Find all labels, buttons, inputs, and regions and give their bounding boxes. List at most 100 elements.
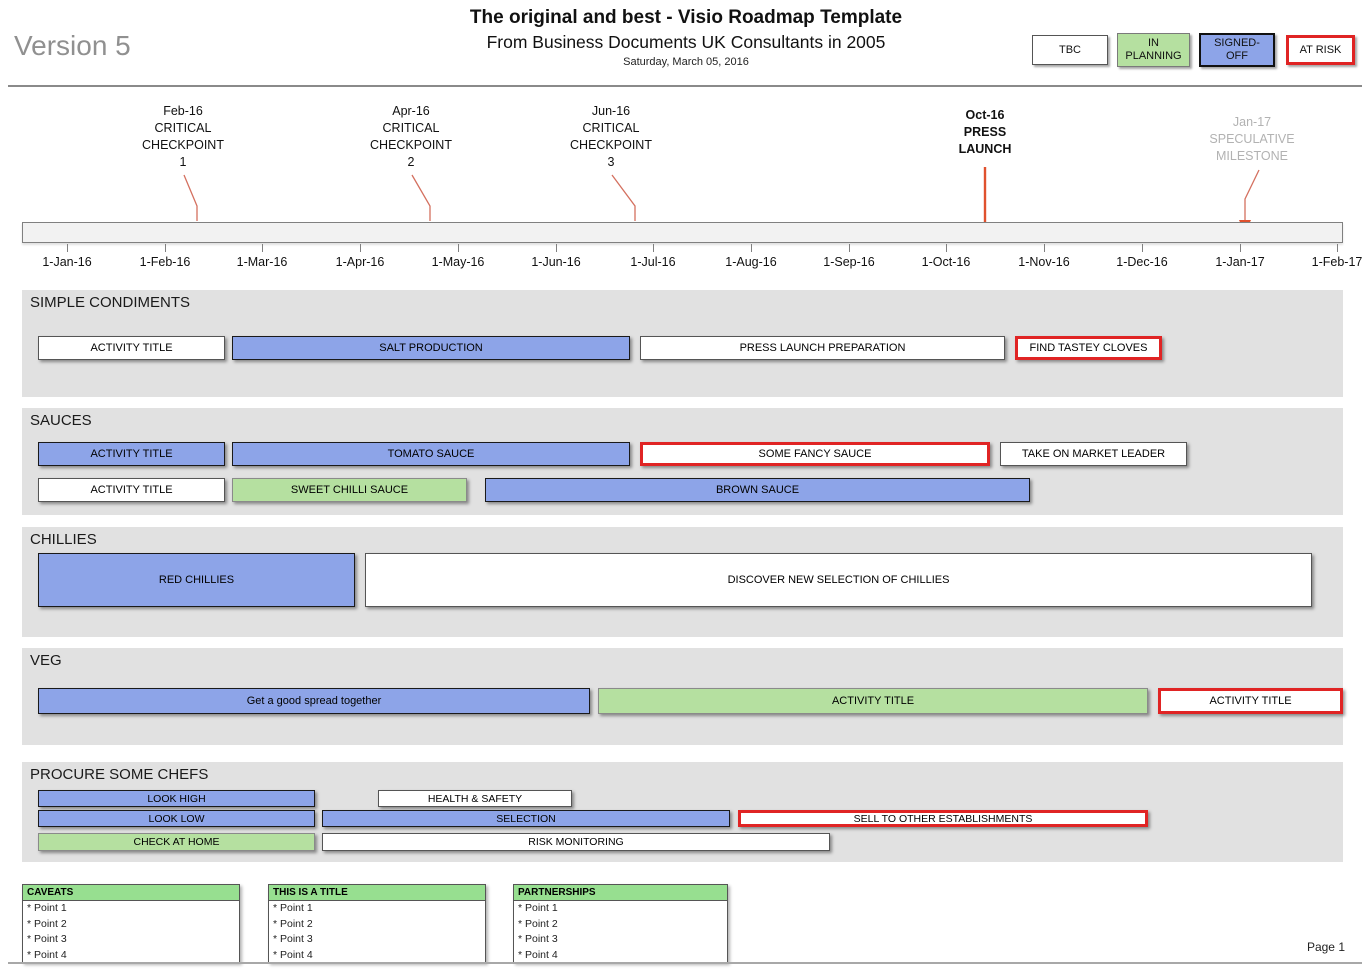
footer-divider bbox=[8, 962, 1362, 964]
month-label: 1-Sep-16 bbox=[823, 255, 875, 269]
lane-procure-some-chefs: PROCURE SOME CHEFS LOOK HIGH HEALTH & SA… bbox=[22, 762, 1343, 862]
activity-bar[interactable]: PRESS LAUNCH PREPARATION bbox=[640, 336, 1005, 360]
note-box-partnerships[interactable]: PARTNERSHIPS * Point 1 * Point 2 * Point… bbox=[513, 884, 728, 963]
activity-bar[interactable]: ACTIVITY TITLE bbox=[38, 442, 225, 466]
month-tick bbox=[1337, 244, 1338, 252]
month-tick bbox=[165, 244, 166, 252]
note-point: * Point 2 bbox=[518, 917, 558, 930]
month-label: 1-Jul-16 bbox=[630, 255, 676, 269]
month-label: 1-Nov-16 bbox=[1018, 255, 1070, 269]
activity-bar[interactable]: ACTIVITY TITLE bbox=[598, 688, 1148, 714]
lane-simple-condiments: SIMPLE CONDIMENTS ACTIVITY TITLE SALT PR… bbox=[22, 290, 1343, 397]
page-subtitle: From Business Documents UK Consultants i… bbox=[486, 32, 886, 52]
activity-bar[interactable]: SWEET CHILLI SAUCE bbox=[232, 478, 467, 502]
note-point: * Point 1 bbox=[27, 902, 67, 914]
activity-bar[interactable]: BROWN SAUCE bbox=[485, 478, 1030, 502]
month-tick bbox=[458, 244, 459, 252]
activity-bar[interactable]: TAKE ON MARKET LEADER bbox=[1000, 442, 1187, 466]
milestone-label-checkpoint-2[interactable]: Apr-16 CRITICAL CHECKPOINT 2 bbox=[370, 104, 452, 169]
lane-chillies: CHILLIES RED CHILLIES DISCOVER NEW SELEC… bbox=[22, 527, 1343, 637]
month-label: 1-Aug-16 bbox=[725, 255, 777, 269]
lane-title: SIMPLE CONDIMENTS bbox=[30, 294, 191, 311]
leader-line-checkpoint-1 bbox=[183, 174, 198, 221]
month-tick bbox=[1142, 244, 1143, 252]
note-box-this-is-a-title[interactable]: THIS IS A TITLE * Point 1 * Point 2 * Po… bbox=[268, 884, 486, 963]
leader-line-checkpoint-3 bbox=[611, 174, 636, 221]
month-label: 1-Jun-16 bbox=[531, 255, 581, 269]
activity-bar[interactable]: SALT PRODUCTION bbox=[232, 336, 630, 360]
page-number: Page 1 bbox=[1306, 940, 1345, 954]
lane-sauces: SAUCES ACTIVITY TITLE TOMATO SAUCE SOME … bbox=[22, 408, 1343, 515]
month-label: 1-Jan-17 bbox=[1215, 255, 1265, 269]
month-tick bbox=[751, 244, 752, 252]
header-divider bbox=[8, 85, 1362, 87]
lane-title: PROCURE SOME CHEFS bbox=[30, 766, 209, 783]
activity-bar[interactable]: DISCOVER NEW SELECTION OF CHILLIES bbox=[365, 553, 1312, 607]
milestone-label-speculative[interactable]: Jan-17 SPECULATIVE MILESTONE bbox=[1209, 115, 1295, 163]
note-box-caveats[interactable]: CAVEATS * Point 1 * Point 2 * Point 3 * … bbox=[22, 884, 240, 963]
lane-veg: VEG Get a good spread together ACTIVITY … bbox=[22, 648, 1343, 745]
speculative-leader-line bbox=[1244, 169, 1260, 222]
month-label: 1-Dec-16 bbox=[1116, 255, 1168, 269]
milestone-label-press-launch[interactable]: Oct-16 PRESS LAUNCH bbox=[958, 108, 1012, 156]
legend-chip-at-risk[interactable]: AT RISK bbox=[1286, 35, 1355, 65]
note-point: * Point 1 bbox=[518, 902, 558, 914]
activity-bar[interactable]: LOOK HIGH bbox=[38, 790, 315, 807]
note-point: * Point 2 bbox=[273, 917, 313, 930]
page-date: Saturday, March 05, 2016 bbox=[623, 56, 749, 68]
legend-chip-tbc[interactable]: TBC bbox=[1032, 35, 1108, 65]
month-label: 1-Oct-16 bbox=[921, 255, 971, 269]
month-tick bbox=[946, 244, 947, 252]
note-point: * Point 4 bbox=[27, 948, 67, 961]
activity-bar[interactable]: Get a good spread together bbox=[38, 688, 590, 714]
activity-bar[interactable]: TOMATO SAUCE bbox=[232, 442, 630, 466]
month-label: 1-Jan-16 bbox=[42, 255, 92, 269]
note-title: CAVEATS bbox=[23, 885, 239, 901]
note-point: * Point 4 bbox=[273, 948, 313, 961]
note-point: * Point 1 bbox=[273, 902, 313, 914]
month-tick bbox=[67, 244, 68, 252]
month-tick bbox=[360, 244, 361, 252]
legend-chip-signed-off[interactable]: SIGNED- OFF bbox=[1199, 33, 1275, 67]
month-tick bbox=[556, 244, 557, 252]
month-tick bbox=[849, 244, 850, 252]
note-title: THIS IS A TITLE bbox=[269, 885, 485, 901]
activity-bar[interactable]: RISK MONITORING bbox=[322, 833, 830, 851]
month-label: 1-Feb-17 bbox=[1311, 255, 1363, 269]
milestone-label-checkpoint-1[interactable]: Feb-16 CRITICAL CHECKPOINT 1 bbox=[142, 104, 224, 169]
month-label: 1-Apr-16 bbox=[335, 255, 385, 269]
month-label: 1-Mar-16 bbox=[236, 255, 288, 269]
timeline-bar[interactable] bbox=[22, 222, 1343, 243]
version-label: Version 5 bbox=[14, 30, 131, 61]
note-title: PARTNERSHIPS bbox=[514, 885, 727, 901]
month-tick bbox=[1240, 244, 1241, 252]
page-title: The original and best - Visio Roadmap Te… bbox=[469, 7, 903, 28]
lane-title: SAUCES bbox=[30, 412, 92, 429]
month-label: 1-May-16 bbox=[431, 255, 485, 269]
activity-bar[interactable]: LOOK LOW bbox=[38, 810, 315, 827]
note-point: * Point 3 bbox=[273, 933, 313, 945]
month-label: 1-Feb-16 bbox=[139, 255, 191, 269]
activity-bar[interactable]: ACTIVITY TITLE bbox=[38, 336, 225, 360]
lane-title: CHILLIES bbox=[30, 531, 97, 548]
month-tick bbox=[653, 244, 654, 252]
activity-bar[interactable]: SELL TO OTHER ESTABLISHMENTS bbox=[738, 810, 1148, 827]
legend-chip-in-planning[interactable]: IN PLANNING bbox=[1117, 33, 1190, 67]
activity-bar[interactable]: FIND TASTEY CLOVES bbox=[1015, 336, 1162, 360]
activity-bar[interactable]: SELECTION bbox=[322, 810, 730, 827]
activity-bar[interactable]: HEALTH & SAFETY bbox=[378, 790, 572, 807]
milestone-label-checkpoint-3[interactable]: Jun-16 CRITICAL CHECKPOINT 3 bbox=[570, 104, 652, 169]
month-tick bbox=[1044, 244, 1045, 252]
note-point: * Point 3 bbox=[27, 933, 67, 945]
activity-bar[interactable]: CHECK AT HOME bbox=[38, 833, 315, 851]
note-point: * Point 3 bbox=[518, 933, 558, 945]
activity-bar[interactable]: ACTIVITY TITLE bbox=[1158, 688, 1343, 714]
activity-bar[interactable]: ACTIVITY TITLE bbox=[38, 478, 225, 502]
note-point: * Point 4 bbox=[518, 948, 558, 961]
activity-bar[interactable]: RED CHILLIES bbox=[38, 553, 355, 607]
note-point: * Point 2 bbox=[27, 917, 67, 930]
leader-line-checkpoint-2 bbox=[411, 174, 431, 221]
title-block: The original and best - Visio Roadmap Te… bbox=[386, 7, 986, 68]
activity-bar[interactable]: SOME FANCY SAUCE bbox=[640, 442, 990, 466]
